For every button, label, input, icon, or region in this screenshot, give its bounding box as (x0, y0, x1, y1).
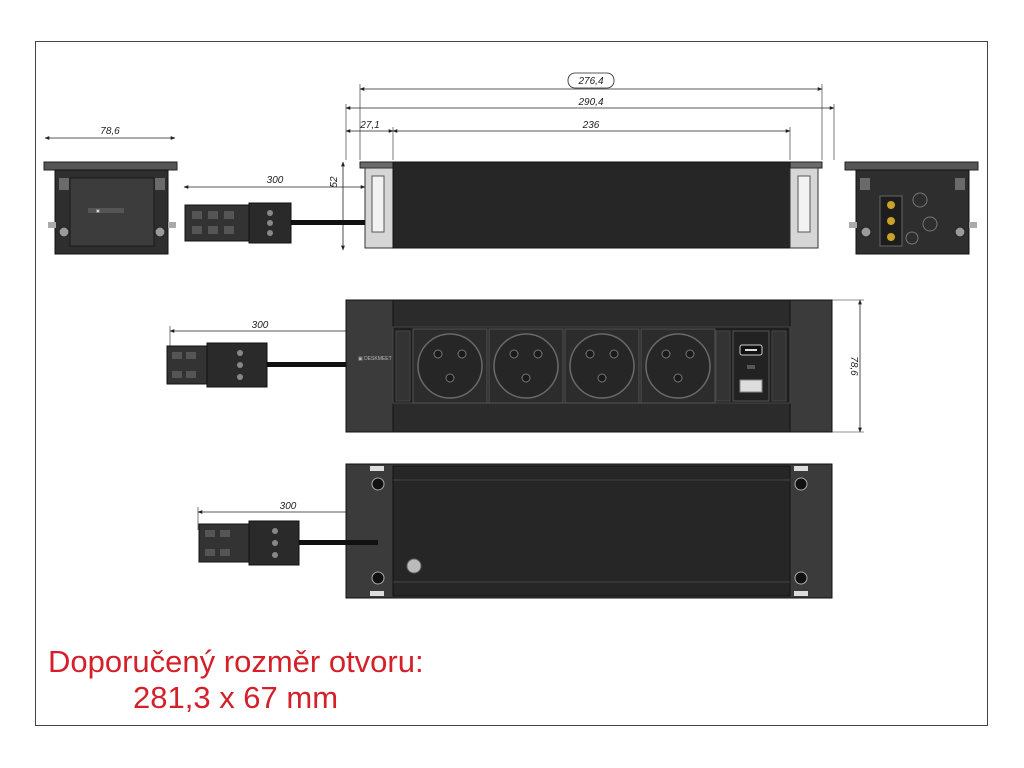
usb-module (732, 330, 770, 402)
side-elevation: 276,4 290,4 27,1 236 52 300 (183, 72, 835, 251)
recommended-cutout-size: 281,3 x 67 mm (133, 680, 339, 715)
socket (564, 328, 640, 404)
recommended-cutout-label: Doporučený rozměr otvoru: (48, 644, 424, 679)
socket (640, 328, 716, 404)
svg-text:▣ DESKMEET: ▣ DESKMEET (358, 356, 392, 362)
dim-end-cap: 27,1 (359, 120, 379, 131)
dim-cable-top: 300 (252, 320, 269, 331)
left-end-view: 78,6 ▣ (43, 126, 178, 255)
socket (488, 328, 564, 404)
svg-text:▣: ▣ (96, 208, 100, 213)
dim-cable-side: 300 (267, 175, 284, 186)
dim-depth: 78,6 (848, 356, 859, 376)
dim-cable-bottom: 300 (280, 501, 297, 512)
connector-side (184, 202, 292, 244)
drawing-frame (35, 41, 988, 726)
bottom-view: 300 (197, 463, 833, 599)
connector-top (166, 342, 268, 388)
dim-front-width: 78,6 (100, 126, 120, 137)
dim-body: 236 (582, 120, 600, 131)
socket (412, 328, 488, 404)
connector-bottom (198, 520, 300, 566)
dim-height: 52 (329, 176, 340, 188)
top-view-sockets: 300 78,6 ▣ DESKMEET (166, 299, 864, 433)
dim-outer-boxed: 276,4 (577, 76, 603, 87)
right-end-view (844, 161, 979, 255)
dim-overall: 290,4 (577, 97, 603, 108)
